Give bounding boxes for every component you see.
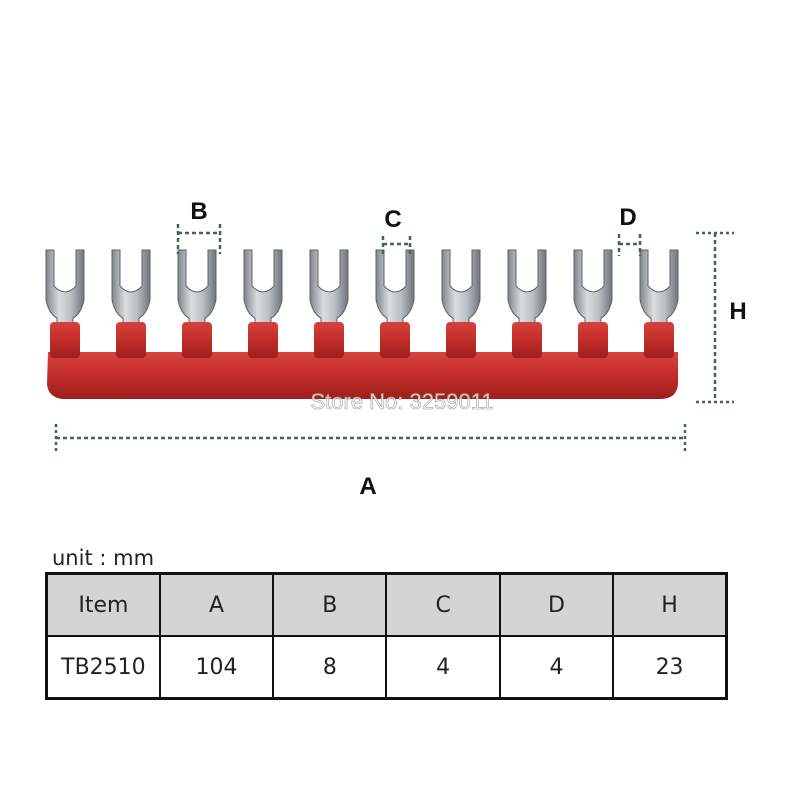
header-h: H [612, 572, 728, 637]
dim-b-label: B [190, 198, 207, 225]
metal-prongs [45, 249, 679, 333]
store-watermark: Store No: 3259011 [310, 389, 493, 414]
dim-c-label: C [384, 206, 401, 233]
metal-prong [573, 249, 613, 333]
insulator-sleeve [512, 322, 542, 358]
metal-prong [111, 249, 151, 333]
dim-d-label: D [619, 204, 636, 231]
insulator-sleeve [182, 322, 212, 358]
spec-table: Item A B C D H TB2510 104 8 4 4 23 [45, 572, 728, 700]
metal-prong [243, 249, 283, 333]
insulator-base [47, 352, 678, 399]
metal-prong [177, 249, 217, 333]
insulator-sleeve [116, 322, 146, 358]
metal-prong [375, 249, 415, 333]
metal-prong [507, 249, 547, 333]
cell-h: 23 [612, 635, 728, 700]
insulator-sleeve [50, 322, 80, 358]
insulator-sleeve [314, 322, 344, 358]
header-c: C [385, 572, 501, 637]
table-header-row: Item A B C D H [45, 572, 728, 637]
cell-d: 4 [498, 635, 615, 700]
header-item: Item [45, 572, 161, 637]
metal-prong [309, 249, 349, 333]
red-insulator-bar [47, 322, 678, 399]
insulator-sleeve [446, 322, 476, 358]
product-diagram: B C D H A Store No: 3259011 [45, 198, 747, 500]
insulator-sleeve [644, 322, 674, 358]
dim-h-label: H [729, 298, 746, 325]
insulator-sleeve [578, 322, 608, 358]
dim-a-label: A [359, 473, 376, 500]
insulator-sleeve [248, 322, 278, 358]
header-b: B [272, 572, 388, 637]
insulator-sleeve [380, 322, 410, 358]
dimension-lines [54, 224, 734, 452]
cell-b: 8 [272, 635, 388, 700]
unit-label: unit : mm [52, 546, 155, 570]
metal-prong [441, 249, 481, 333]
cell-c: 4 [385, 635, 501, 700]
metal-prong [639, 249, 679, 333]
cell-a: 104 [158, 635, 275, 700]
header-d: D [498, 572, 615, 637]
table-row: TB2510 104 8 4 4 23 [45, 635, 728, 700]
header-a: A [158, 572, 275, 637]
metal-prong [45, 249, 85, 333]
cell-item: TB2510 [45, 635, 161, 700]
